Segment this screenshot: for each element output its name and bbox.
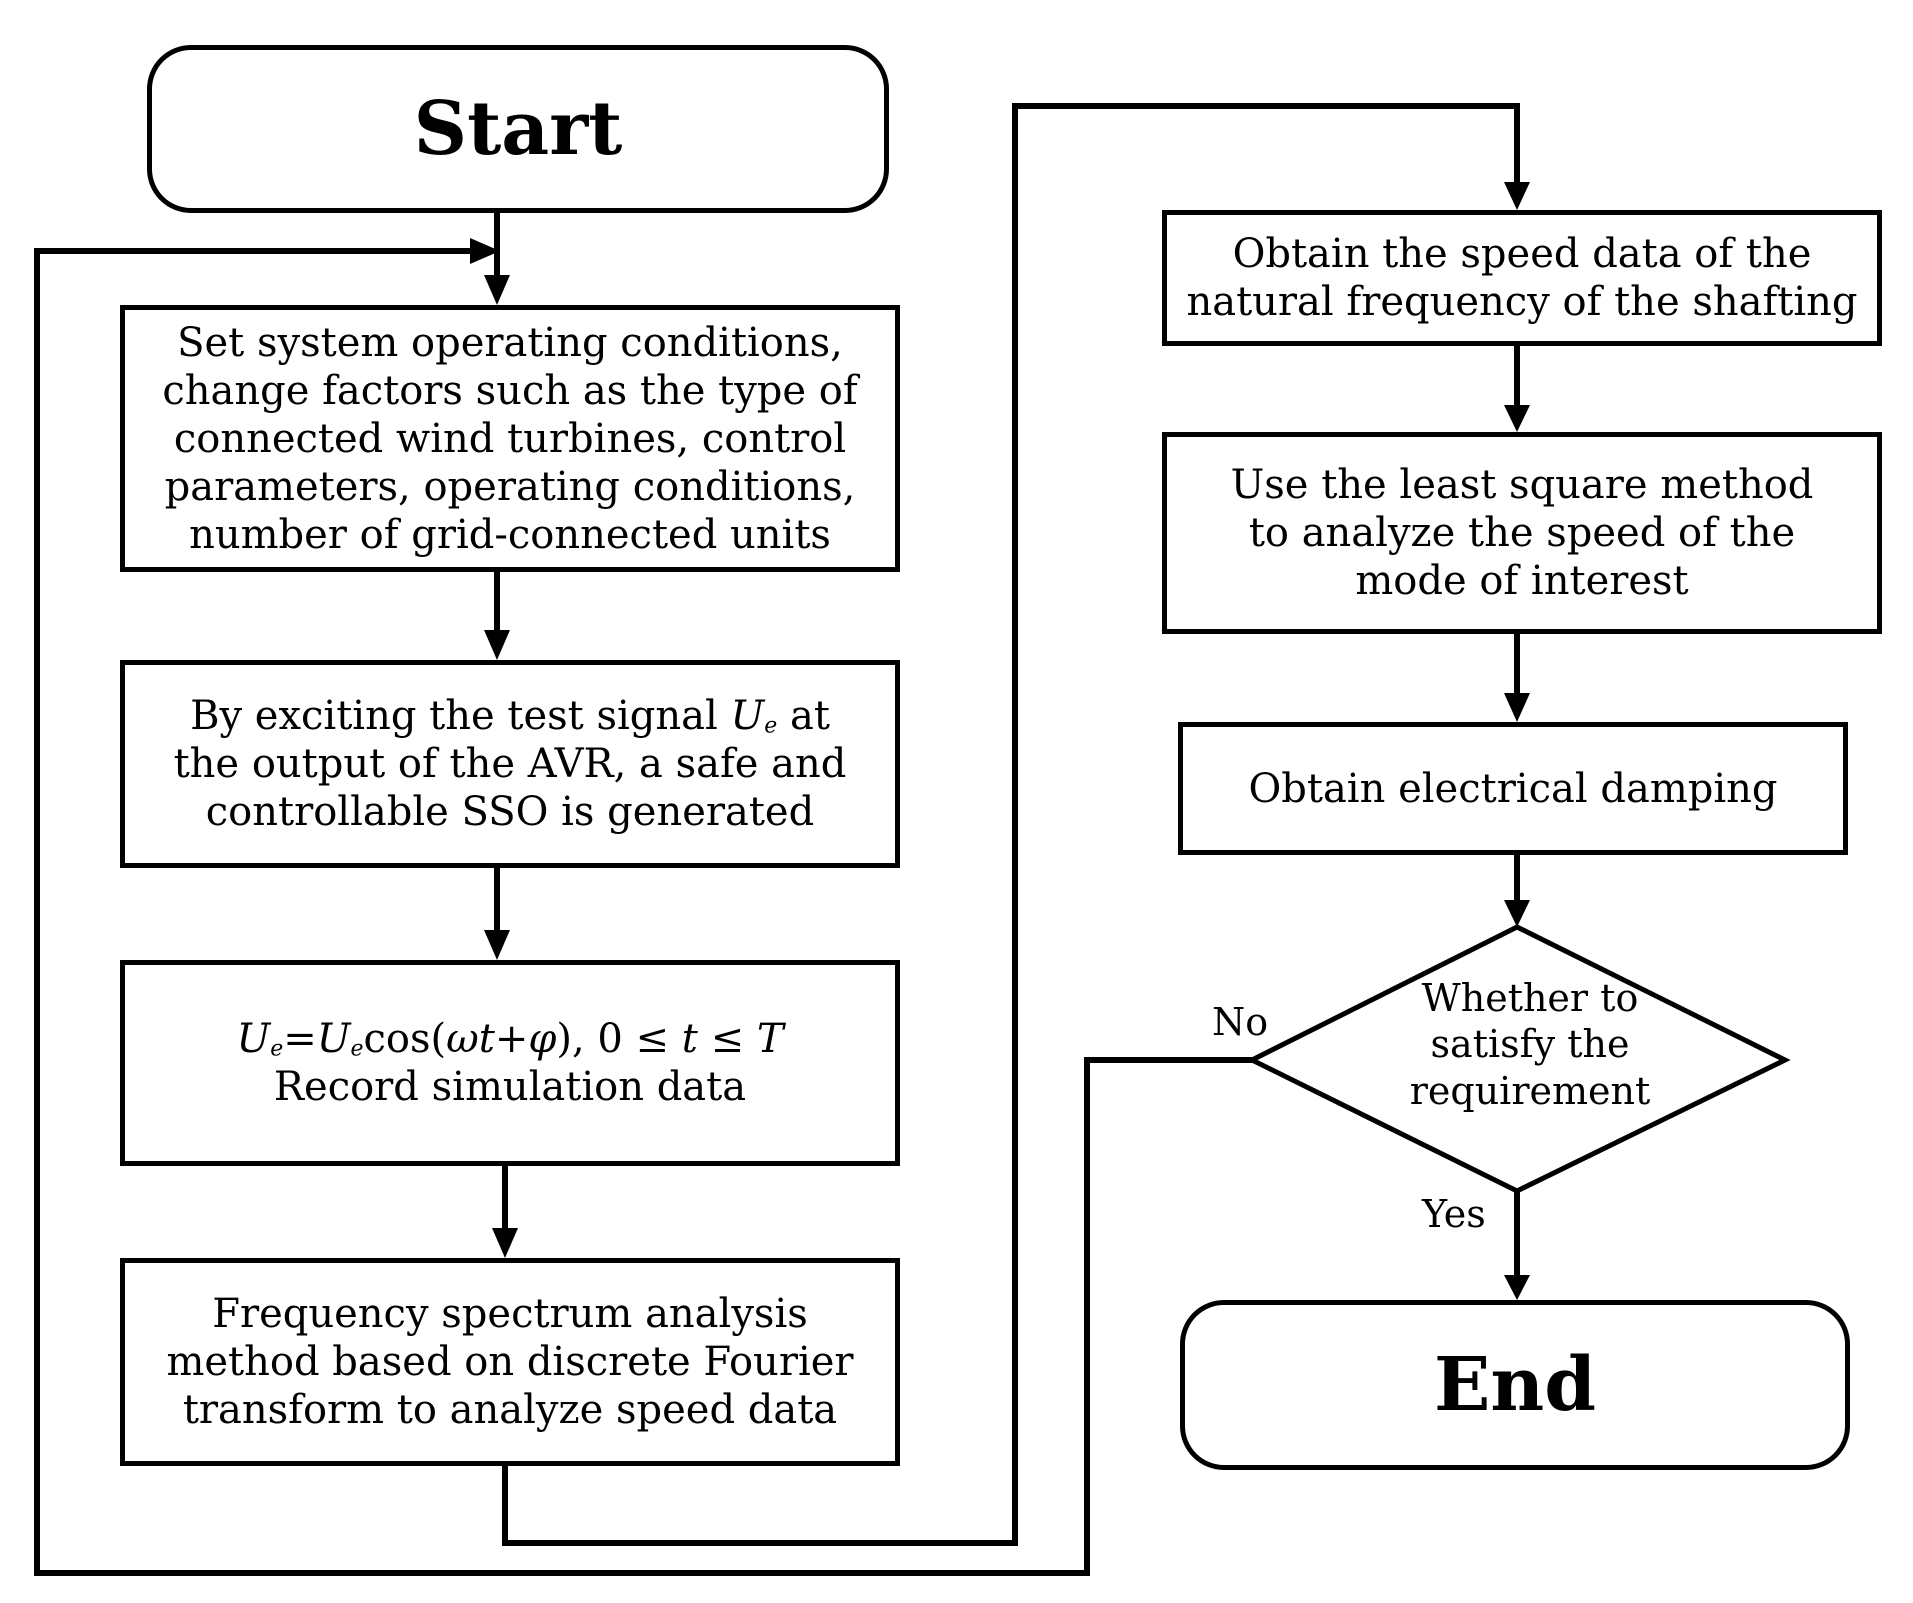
set-conditions-box: Set system operating conditions, change … [120, 305, 900, 572]
signal-equation: Ue=Uecos(ωt+φ), 0 ≤ t ≤ T [236, 1016, 784, 1062]
excite-signal-box: By exciting the test signal Ue at the ou… [120, 660, 900, 868]
arrowhead [470, 238, 500, 264]
fft-line: method based on discrete Fourier [166, 1339, 854, 1385]
excite-line-3: controllable SSO is generated [205, 789, 815, 835]
least-square-box: Use the least square method to analyze t… [1162, 432, 1882, 634]
set-conditions-line: connected wind turbines, control [173, 415, 847, 462]
arrowhead [484, 275, 510, 305]
arrowhead [484, 930, 510, 960]
excite-line-1: By exciting the test signal Ue at [190, 693, 830, 739]
arrow-fft-to-obtain-speed [502, 103, 1520, 1546]
fft-analysis-box: Frequency spectrum analysis method based… [120, 1258, 900, 1466]
obtain-speed-line: Obtain the speed data of the [1232, 231, 1812, 277]
obtain-speed-line: natural frequency of the shafting [1186, 279, 1858, 325]
fft-line: transform to analyze speed data [182, 1387, 838, 1433]
set-conditions-line: number of grid-connected units [189, 511, 831, 558]
obtain-speed-box: Obtain the speed data of the natural fre… [1162, 210, 1882, 346]
decision-text: Whether to satisfy the requirement [1330, 975, 1730, 1114]
arrow-no-loop-back [34, 248, 1252, 1576]
set-conditions-line: parameters, operating conditions, [164, 463, 856, 510]
end-terminal: End [1180, 1300, 1850, 1470]
arrowhead [1504, 1275, 1530, 1300]
decision-line: satisfy the [1430, 1022, 1630, 1067]
fft-line: Frequency spectrum analysis [212, 1291, 808, 1337]
arrowhead [492, 1228, 518, 1258]
signal-symbol: U [730, 693, 765, 739]
arrowhead [1504, 900, 1530, 927]
decision-line: requirement [1409, 1068, 1651, 1113]
set-conditions-line: Set system operating conditions, [177, 319, 843, 366]
no-label: No [1212, 1000, 1269, 1044]
electrical-damping-box: Obtain electrical damping [1178, 722, 1848, 855]
decision-diamond [1246, 924, 1791, 1194]
damping-text: Obtain electrical damping [1248, 765, 1778, 812]
arrowhead [484, 630, 510, 660]
least-square-line: to analyze the speed of the [1248, 510, 1796, 556]
signal-equation-box: Ue=Uecos(ωt+φ), 0 ≤ t ≤ T Record simulat… [120, 960, 900, 1166]
yes-label: Yes [1422, 1192, 1486, 1236]
record-data-text: Record simulation data [273, 1064, 747, 1110]
start-label: Start [413, 86, 623, 172]
least-square-line: Use the least square method [1230, 462, 1814, 508]
arrowhead [1504, 693, 1530, 722]
least-square-line: mode of interest [1355, 558, 1689, 604]
set-conditions-line: change factors such as the type of [162, 367, 858, 414]
start-terminal: Start [147, 45, 889, 213]
excite-line-2: the output of the AVR, a safe and [173, 741, 847, 787]
arrowhead [1504, 182, 1530, 210]
end-label: End [1434, 1342, 1596, 1428]
decision-line: Whether to [1421, 976, 1639, 1020]
arrowhead [1504, 405, 1530, 432]
